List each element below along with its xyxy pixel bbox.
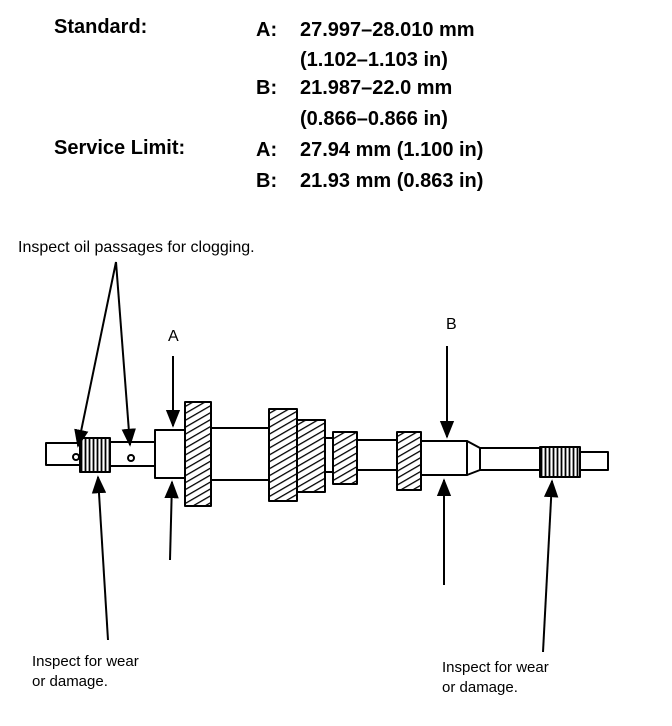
service-limit-a-letter: A:: [256, 139, 278, 161]
wear-note-left: Inspect for wear or damage.: [32, 652, 139, 692]
service-limit-b-letter: B:: [256, 170, 278, 192]
oil-hole-2: [127, 454, 135, 462]
shaft-section-5: [479, 447, 541, 471]
gear-3: [296, 419, 326, 493]
journal-b: [420, 440, 468, 476]
shaft-right-stub: [579, 451, 609, 471]
wear-note-right-line1: Inspect for wear: [442, 659, 549, 676]
service-limit-label: Service Limit:: [54, 137, 186, 159]
callout-b: B: [446, 316, 457, 333]
wear-note-left-line2: or damage.: [32, 673, 108, 690]
gear-2: [268, 408, 298, 502]
shaft-section-1: [109, 441, 156, 467]
wear-arrow-left: [91, 475, 109, 641]
standard-b-letter: B:: [256, 77, 278, 99]
shaft-section-2: [210, 427, 270, 481]
callout-a: A: [168, 328, 179, 345]
gear-1: [184, 401, 212, 507]
wear-note-right: Inspect for wear or damage.: [442, 658, 549, 698]
oil-hole-1: [72, 453, 80, 461]
shaft-taper: [466, 440, 481, 476]
shaft-section-3: [324, 437, 334, 473]
oil-arrow-2: [115, 261, 136, 447]
oil-passage-note: Inspect oil passages for clogging.: [18, 239, 255, 256]
service-limit-a-value: 27.94 mm (1.100 in): [300, 139, 484, 161]
gear-5: [396, 431, 422, 491]
journal-a: [154, 429, 186, 479]
wear-note-right-line2: or damage.: [442, 679, 518, 696]
shaft-right-spline: [539, 446, 581, 478]
standard-a-mm: 27.997–28.010 mm: [300, 19, 475, 41]
service-limit-b-value: 21.93 mm (0.863 in): [300, 170, 484, 192]
shaft-left-spline: [79, 437, 111, 473]
wear-arrow-right: [542, 479, 559, 653]
oil-arrow-1: [74, 261, 117, 448]
wear-note-left-line1: Inspect for wear: [32, 653, 139, 670]
standard-b-inch: (0.866–0.866 in): [300, 108, 448, 130]
standard-a-letter: A:: [256, 19, 278, 41]
standard-label: Standard:: [54, 16, 148, 38]
a-arrow-bottom: [164, 480, 179, 561]
gear-4: [332, 431, 358, 485]
standard-b-mm: 21.987–22.0 mm: [300, 77, 453, 99]
shaft-section-4: [356, 439, 398, 471]
standard-a-inch: (1.102–1.103 in): [300, 49, 448, 71]
